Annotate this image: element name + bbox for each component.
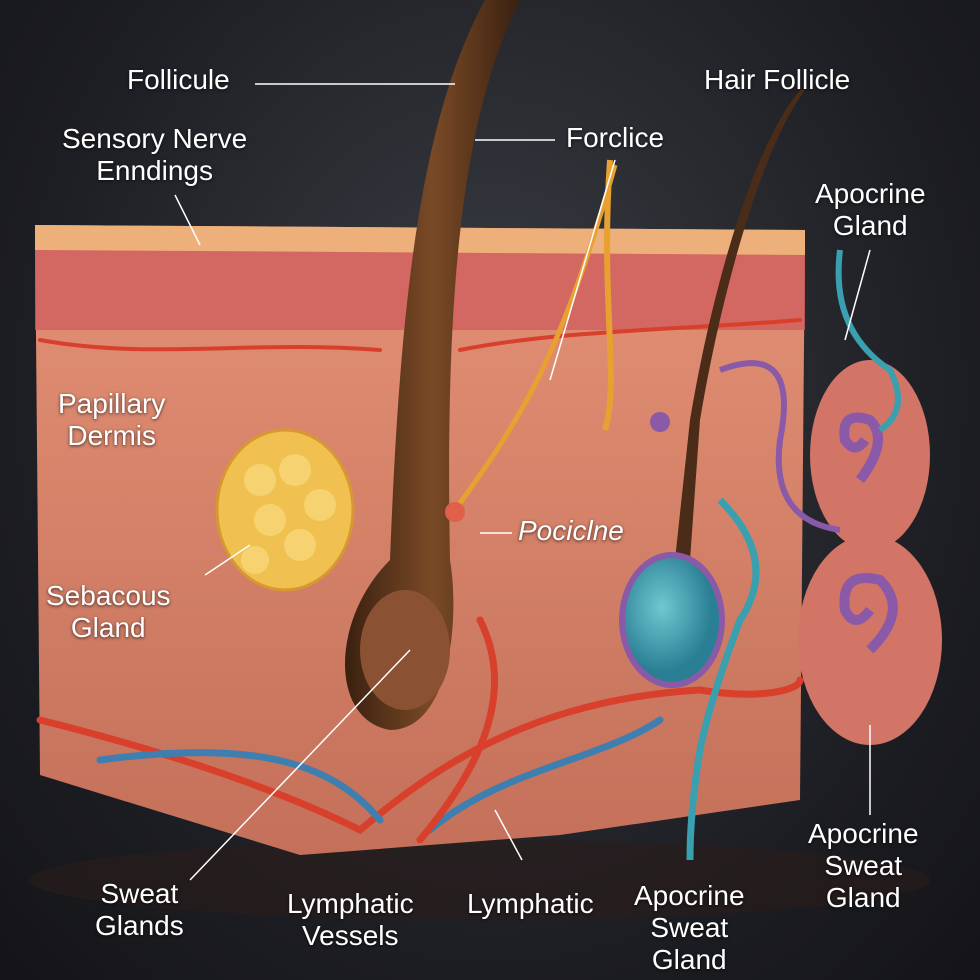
shadow <box>30 840 930 920</box>
label-line: Sweat <box>824 850 903 881</box>
label-line: Sweat <box>650 912 729 943</box>
label-pociclne: Pociclne <box>518 515 624 546</box>
apocrine-lobe-bottom <box>798 535 942 745</box>
label-line: Sweat <box>100 878 179 909</box>
label-line: Apocrine <box>634 880 745 911</box>
apocrine-bulb <box>619 552 725 688</box>
label-line: Sebacous <box>46 580 171 611</box>
label-lymphatic: Lymphatic <box>467 888 594 919</box>
label-follicule: Follicule <box>127 64 230 95</box>
label-line: Apocrine <box>815 178 926 209</box>
hair-follicle-shaft <box>675 90 805 560</box>
label-line: Gland <box>70 612 146 643</box>
label-line: Apocrine <box>808 818 919 849</box>
label-line: Sensory Nerve <box>62 123 248 154</box>
blood-vessels <box>36 318 804 844</box>
label-forclice: Forclice <box>566 122 665 153</box>
label-line: Gland <box>832 210 908 241</box>
label-line: Enndings <box>96 155 213 186</box>
label-line: Vessels <box>302 920 399 951</box>
label-line: Papillary <box>58 388 166 419</box>
leader-lines <box>174 83 871 881</box>
hair-bulb <box>360 590 450 710</box>
label-line: Dermis <box>67 420 157 451</box>
label-line: Lymphatic <box>287 888 414 919</box>
hair-shaft <box>345 0 520 730</box>
label-hair-follicle: Hair Follicle <box>704 64 851 95</box>
label-line: Glands <box>95 910 184 941</box>
label-line: Gland <box>825 882 901 913</box>
label-line: Gland <box>651 944 727 975</box>
